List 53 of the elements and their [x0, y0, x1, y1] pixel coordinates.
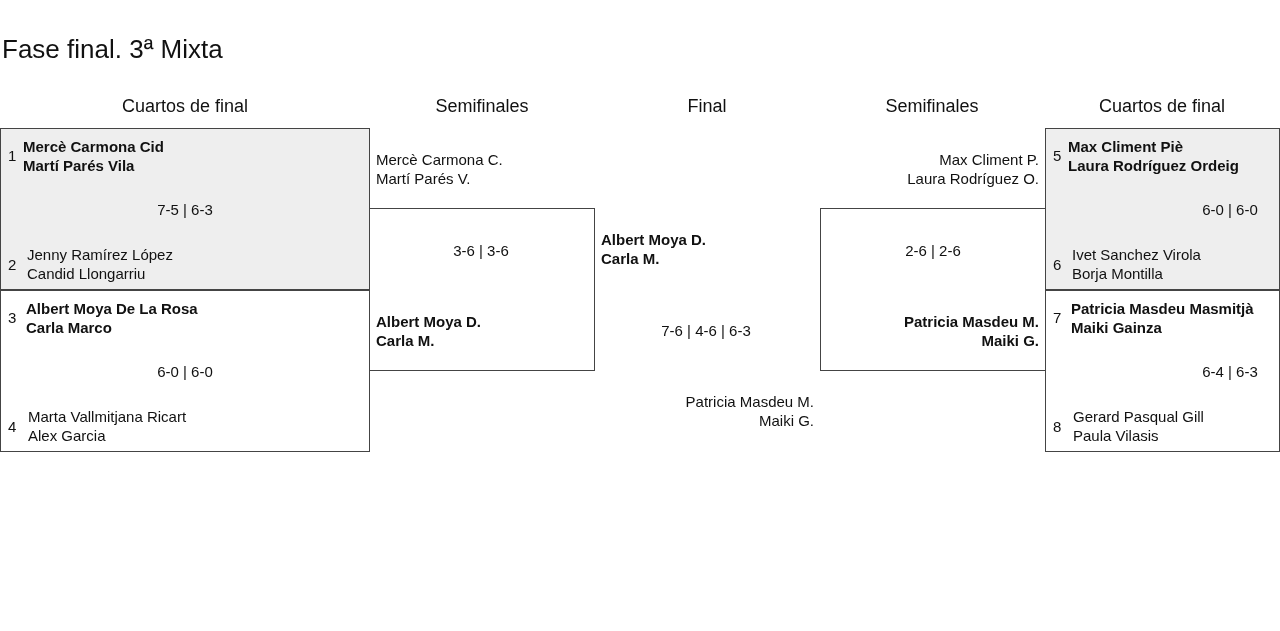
- player-name: Maiki Gainza: [1071, 318, 1162, 337]
- player-name: Jenny Ramírez López: [27, 245, 173, 264]
- player-name: Martí Parés Vila: [23, 156, 135, 175]
- player-name: Mercè Carmona C.: [376, 150, 503, 169]
- player-name: Ivet Sanchez Virola: [1072, 245, 1201, 264]
- player-name: Gerard Pasqual Gill: [1073, 407, 1204, 426]
- player-name: Martí Parés V.: [376, 169, 471, 188]
- round-heading: Cuartos de final: [1098, 96, 1226, 117]
- match-score: 7-5 | 6-3: [157, 200, 213, 219]
- seed-number: 3: [8, 308, 17, 327]
- match-score: 6-0 | 6-0: [1202, 200, 1258, 219]
- seed-number: 2: [8, 255, 17, 274]
- player-name: Albert Moya De La Rosa: [26, 299, 198, 318]
- player-name: Laura Rodríguez O.: [907, 169, 1039, 188]
- player-name: Candid Llongarriu: [27, 264, 146, 283]
- seed-number: 8: [1053, 417, 1062, 436]
- player-name: Carla M.: [376, 331, 435, 350]
- match-box: [1045, 290, 1280, 452]
- round-heading: Final: [687, 96, 727, 117]
- title: Fase final. 3ª Mixta: [2, 34, 223, 65]
- player-name: Carla M.: [601, 249, 660, 268]
- seed-number: 4: [8, 417, 17, 436]
- player-name: Albert Moya D.: [376, 312, 481, 331]
- match-score: 7-6 | 4-6 | 6-3: [661, 321, 751, 340]
- seed-number: 7: [1053, 308, 1062, 327]
- round-heading: Cuartos de final: [121, 96, 249, 117]
- player-name: Paula Vilasis: [1073, 426, 1159, 445]
- player-name: Patricia Masdeu M.: [903, 312, 1039, 331]
- player-name: Laura Rodríguez Ordeig: [1068, 156, 1239, 175]
- round-heading: Semifinales: [885, 96, 979, 117]
- match-score: 6-4 | 6-3: [1202, 362, 1258, 381]
- player-name: Max Climent P.: [939, 150, 1039, 169]
- player-name: Carla Marco: [26, 318, 112, 337]
- seed-number: 1: [8, 146, 17, 165]
- round-heading: Semifinales: [435, 96, 529, 117]
- player-name: Alex Garcia: [28, 426, 106, 445]
- player-name: Patricia Masdeu Masmitjà: [1071, 299, 1254, 318]
- player-name: Max Climent Piè: [1068, 137, 1184, 156]
- player-name: Mercè Carmona Cid: [23, 137, 164, 156]
- match-score: 6-0 | 6-0: [157, 362, 213, 381]
- player-name: Maiki G.: [759, 411, 814, 430]
- player-name: Patricia Masdeu M.: [685, 392, 814, 411]
- match-score: 2-6 | 2-6: [905, 241, 961, 260]
- match-box: [0, 290, 370, 452]
- player-name: Maiki G.: [981, 331, 1039, 350]
- seed-number: 5: [1053, 146, 1062, 165]
- seed-number: 6: [1053, 255, 1062, 274]
- player-name: Albert Moya D.: [601, 230, 706, 249]
- match-box: [0, 128, 370, 290]
- match-score: 3-6 | 3-6: [453, 241, 509, 260]
- match-box: [1045, 128, 1280, 290]
- player-name: Borja Montilla: [1072, 264, 1163, 283]
- player-name: Marta Vallmitjana Ricart: [28, 407, 187, 426]
